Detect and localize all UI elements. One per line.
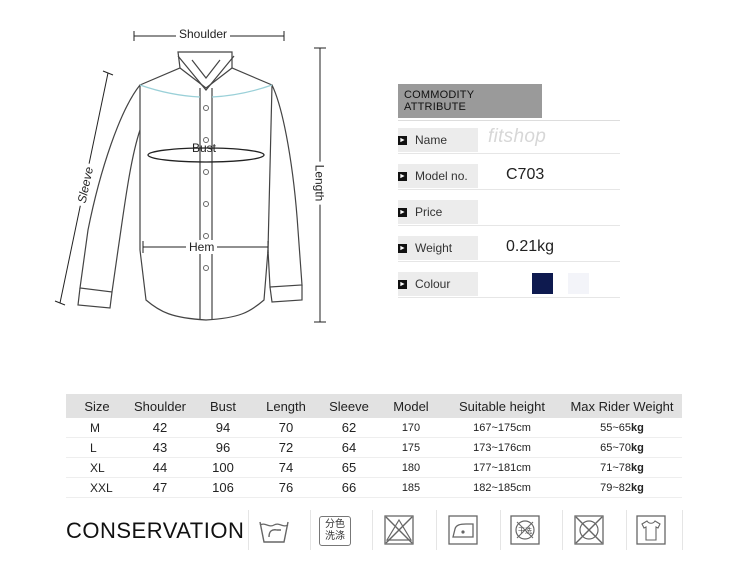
attr-value: 0.21kg bbox=[506, 238, 555, 255]
table-row: XL 44 100 74 65 180 177~181cm 71~78kg bbox=[66, 457, 682, 478]
do-not-dry-clean-icon: 干洗 bbox=[510, 515, 540, 545]
arrow-icon: ► bbox=[398, 207, 407, 217]
attr-row-model: ► Model no. C703 bbox=[398, 164, 620, 190]
conservation-title: CONSERVATION bbox=[66, 518, 245, 543]
shirt-buttons bbox=[203, 105, 209, 271]
attr-row-weight: ► Weight 0.21kg bbox=[398, 236, 620, 262]
table-row: L 43 96 72 64 175 173~176cm 65~70kg bbox=[66, 437, 682, 458]
table-cell: 167~175cm bbox=[442, 418, 562, 438]
table-cell: 106 bbox=[192, 477, 254, 498]
table-cell: 64 bbox=[318, 437, 380, 458]
header-cell: Size bbox=[66, 394, 128, 418]
table-cell: 180 bbox=[380, 457, 442, 478]
arrow-icon: ► bbox=[398, 279, 407, 289]
attr-row-name: ► Name fitshop bbox=[398, 126, 620, 154]
header-cell: Sleeve bbox=[318, 394, 380, 418]
table-cell: 55~65kg bbox=[562, 418, 682, 438]
table-cell: 66 bbox=[318, 477, 380, 498]
table-cell: 72 bbox=[254, 437, 318, 458]
table-cell: 44 bbox=[128, 457, 192, 478]
table-cell: 43 bbox=[128, 437, 192, 458]
shoulder-label: Shoulder bbox=[176, 27, 231, 41]
attr-label: Colour bbox=[415, 277, 451, 291]
table-cell: XL bbox=[66, 457, 128, 478]
header-cell: Max Rider Weight bbox=[562, 394, 682, 418]
bust-measure-ellipse bbox=[147, 147, 265, 163]
attr-row-colour: ► Colour bbox=[398, 272, 620, 298]
table-cell: 74 bbox=[254, 457, 318, 478]
arrow-icon: ► bbox=[398, 171, 407, 181]
table-cell: 65~70kg bbox=[562, 437, 682, 458]
attr-row-price: ► Price bbox=[398, 200, 620, 226]
table-row: M 42 94 70 62 170 167~175cm 55~65kg bbox=[66, 418, 682, 438]
table-cell: 175 bbox=[380, 437, 442, 458]
table-cell: 173~176cm bbox=[442, 437, 562, 458]
hang-dry-icon bbox=[636, 515, 666, 545]
table-cell: 76 bbox=[254, 477, 318, 498]
colour-swatch-white[interactable] bbox=[568, 273, 589, 294]
header-cell: Model bbox=[380, 394, 442, 418]
table-cell: 65 bbox=[318, 457, 380, 478]
size-table-header: Size Shoulder Bust Length Sleeve Model S… bbox=[66, 394, 682, 418]
table-row: XXL 47 106 76 66 185 182~185cm 79~82kg bbox=[66, 477, 682, 498]
table-cell: 177~181cm bbox=[442, 457, 562, 478]
header-cell: Suitable height bbox=[442, 394, 562, 418]
table-cell: 42 bbox=[128, 418, 192, 438]
separate-colors-wash-icon: 分色 洗涤 bbox=[319, 516, 351, 546]
hand-wash-icon bbox=[259, 521, 289, 543]
attr-label: Price bbox=[415, 205, 443, 219]
table-cell: 62 bbox=[318, 418, 380, 438]
shirt-measurement-diagram: Shoulder Bust Hem Sleeve Length bbox=[0, 0, 380, 360]
low-iron-icon bbox=[448, 515, 478, 545]
table-cell: 170 bbox=[380, 418, 442, 438]
commodity-attributes: COMMODITY ATTRIBUTE ► Name fitshop ► Model… bbox=[398, 84, 620, 298]
do-not-tumble-dry-icon bbox=[574, 515, 604, 545]
table-cell: 70 bbox=[254, 418, 318, 438]
table-cell: 79~82kg bbox=[562, 477, 682, 498]
hem-label: Hem bbox=[186, 240, 218, 254]
size-chart-table: Size Shoulder Bust Length Sleeve Model S… bbox=[66, 394, 682, 498]
arrow-icon: ► bbox=[398, 243, 407, 253]
brand-logo-text: fitshop bbox=[488, 126, 547, 147]
table-cell: 47 bbox=[128, 477, 192, 498]
attr-label: Weight bbox=[415, 241, 453, 255]
table-cell: 182~185cm bbox=[442, 477, 562, 498]
table-cell: 185 bbox=[380, 477, 442, 498]
header-cell: Shoulder bbox=[128, 394, 192, 418]
table-cell: 100 bbox=[192, 457, 254, 478]
conservation-section: CONSERVATION 分色 洗涤 干洗 bbox=[66, 510, 686, 552]
attr-label: Model no. bbox=[415, 169, 468, 183]
length-label: Length bbox=[312, 161, 327, 205]
table-cell: 71~78kg bbox=[562, 457, 682, 478]
attr-value: C703 bbox=[506, 166, 545, 183]
colour-swatch-navy[interactable] bbox=[532, 273, 553, 294]
table-cell: L bbox=[66, 437, 128, 458]
header-cell: Length bbox=[254, 394, 318, 418]
attr-label: Name bbox=[415, 133, 448, 147]
attributes-divider bbox=[398, 120, 620, 121]
table-cell: M bbox=[66, 418, 128, 438]
arrow-icon: ► bbox=[398, 135, 407, 145]
table-cell: 96 bbox=[192, 437, 254, 458]
header-cell: Bust bbox=[192, 394, 254, 418]
table-cell: 94 bbox=[192, 418, 254, 438]
bust-label: Bust bbox=[192, 141, 217, 155]
shirt-outline bbox=[77, 51, 303, 321]
do-not-bleach-icon bbox=[384, 515, 414, 545]
table-cell: XXL bbox=[66, 477, 128, 498]
attributes-title: COMMODITY ATTRIBUTE bbox=[398, 84, 542, 118]
